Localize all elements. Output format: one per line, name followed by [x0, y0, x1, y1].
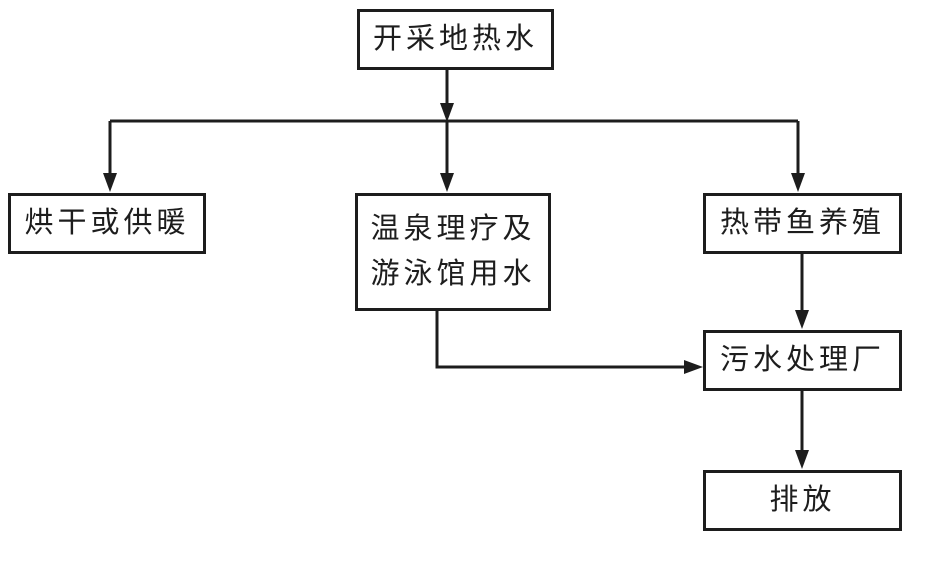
node-label-line1: 温泉理疗及	[370, 213, 536, 246]
arrowhead-junction	[440, 103, 454, 122]
arrowhead-spa	[440, 173, 454, 192]
arrowhead-sewage	[795, 310, 809, 329]
node-label: 开采地热水	[372, 23, 538, 56]
node-hot-spring-therapy-swimming-pool-water: 温泉理疗及 游泳馆用水	[355, 193, 551, 311]
node-label: 排放	[769, 484, 836, 517]
arrowhead-fish	[791, 173, 805, 192]
node-label: 烘干或供暖	[24, 207, 190, 240]
node-tropical-fish-farming: 热带鱼养殖	[703, 193, 902, 254]
node-drying-or-heating: 烘干或供暖	[8, 193, 206, 254]
arrowhead-spa-sewage	[684, 360, 703, 374]
node-label: 污水处理厂	[719, 344, 885, 377]
node-extract-geothermal-water: 开采地热水	[357, 9, 554, 70]
node-label-line2: 游泳馆用水	[370, 258, 536, 290]
arrowhead-discharge	[795, 450, 809, 469]
edge-spa-sewage	[435, 311, 685, 369]
node-label: 热带鱼养殖	[719, 207, 885, 240]
arrowhead-drying	[103, 173, 117, 192]
node-sewage-treatment-plant: 污水处理厂	[703, 330, 902, 391]
node-discharge: 排放	[703, 470, 902, 531]
